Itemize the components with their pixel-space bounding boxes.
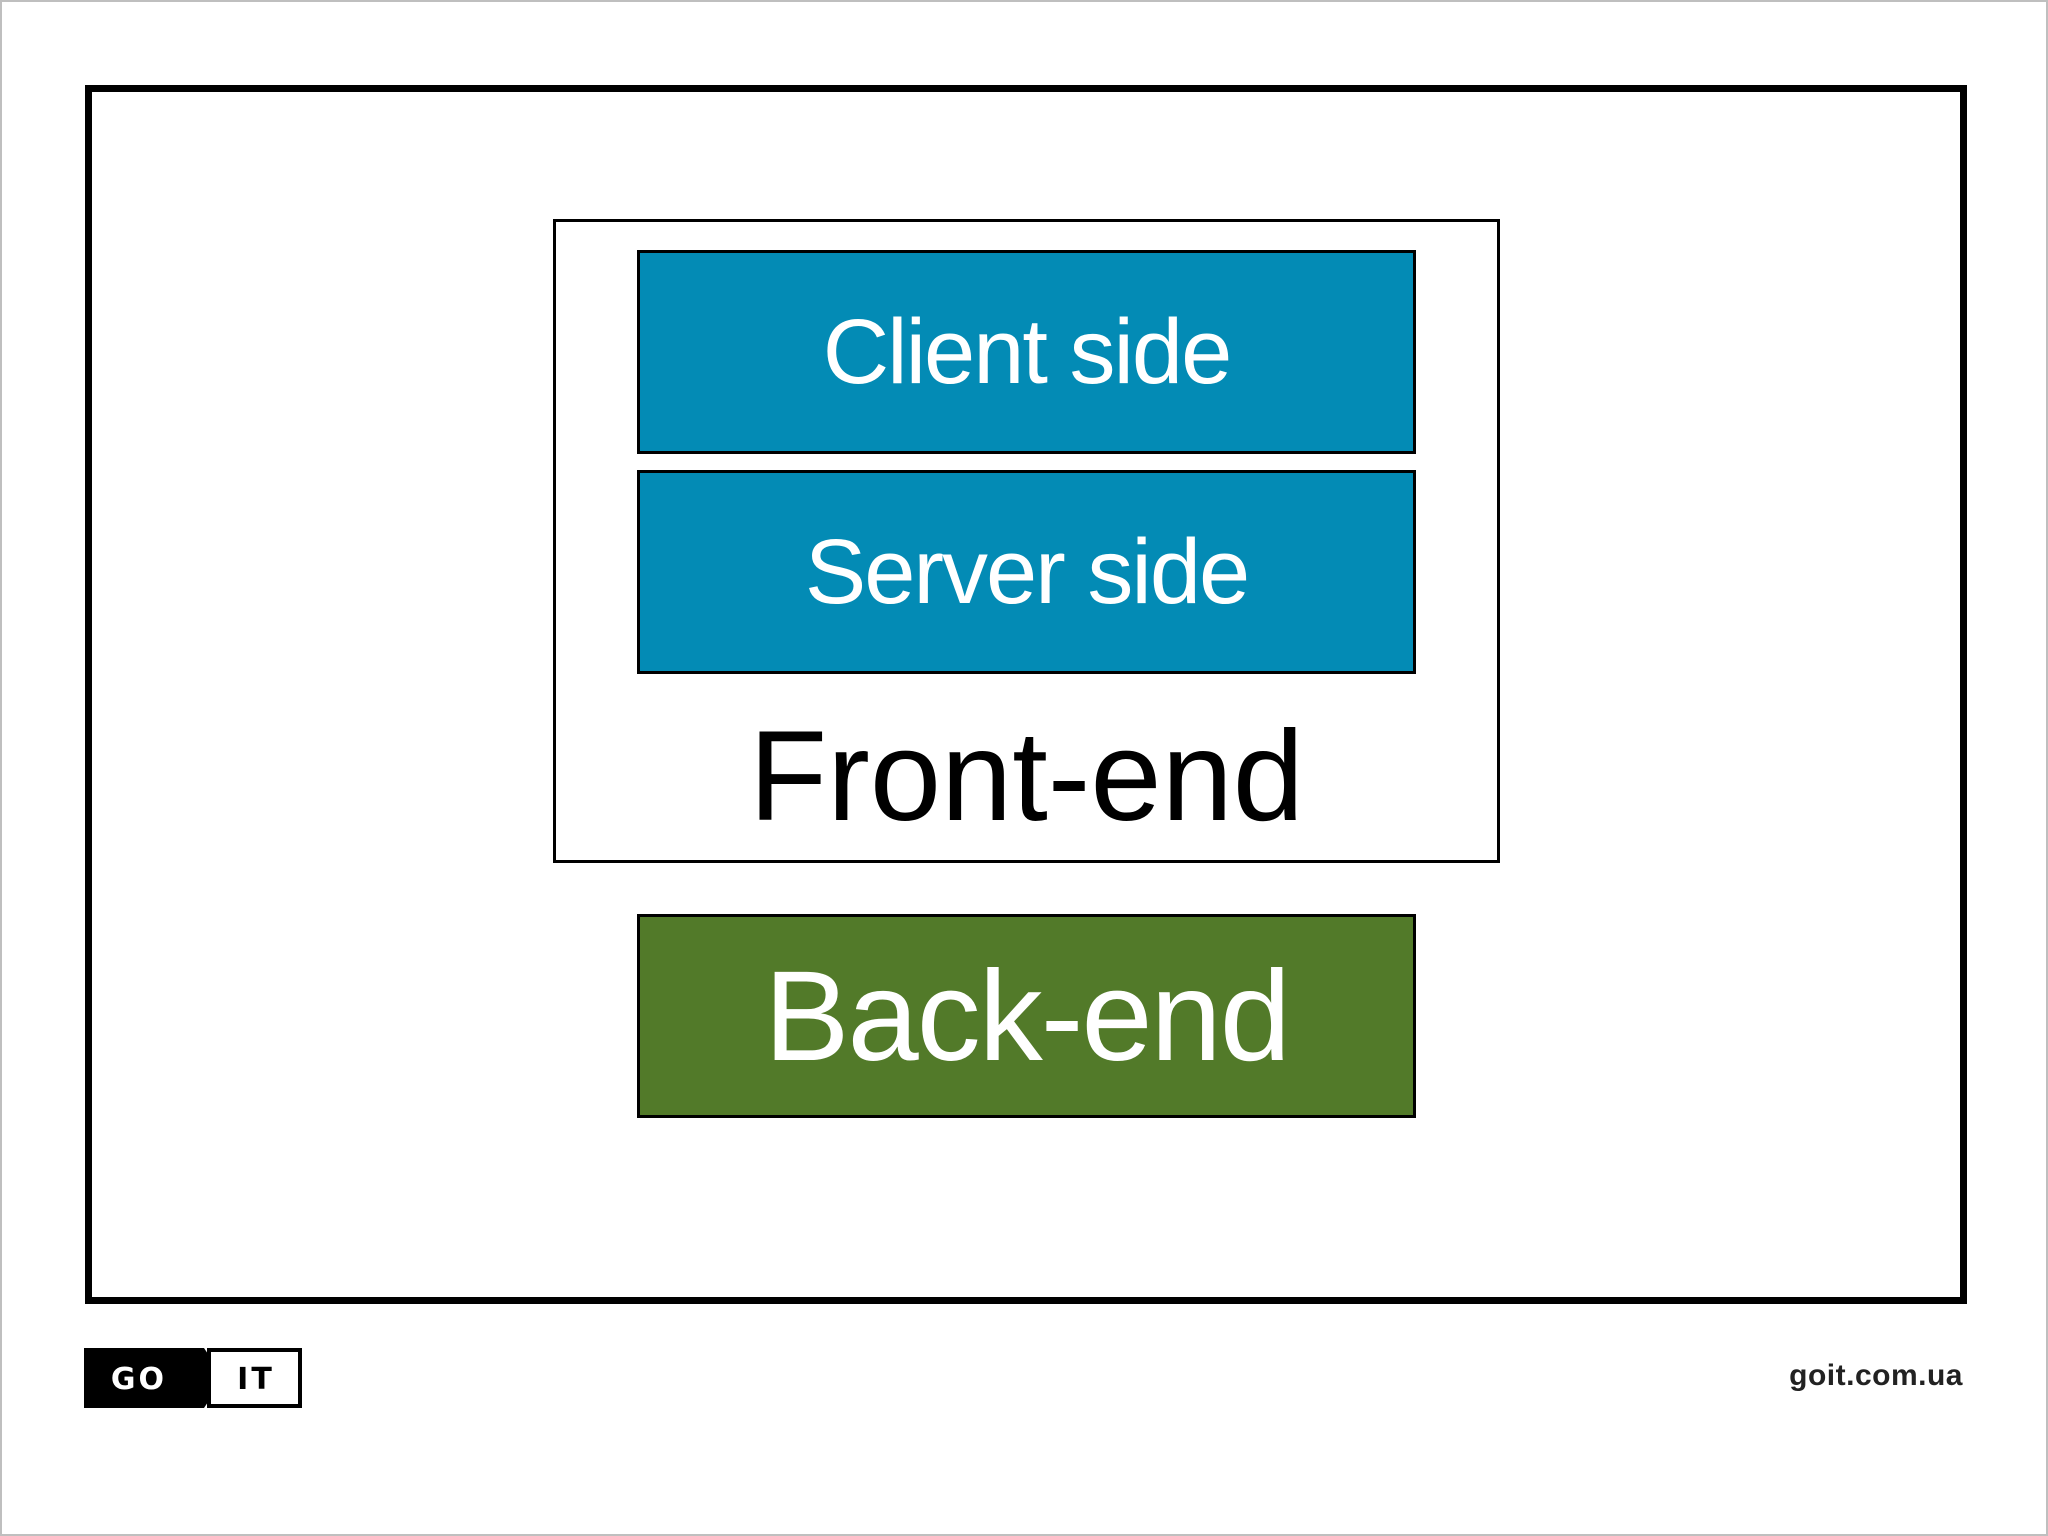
logo-go-text: GO [111,1362,167,1397]
back-end-block: Back-end [637,914,1416,1118]
client-side-block: Client side [637,250,1416,454]
diagram-frame [85,85,1967,1304]
front-end-label: Front-end [749,705,1304,848]
goit-logo: GO IT [84,1348,302,1408]
logo-it-text: IT [237,1362,275,1397]
website-url: goit.com.ua [1789,1359,1963,1392]
server-side-block: Server side [637,470,1416,674]
